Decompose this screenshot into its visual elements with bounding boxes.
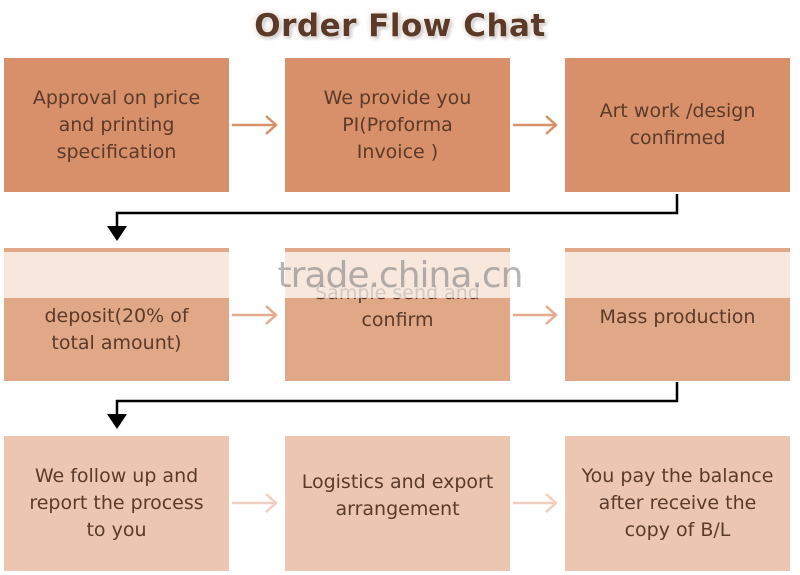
step-provide-pi: We provide you PI(Proforma Invoice ) (285, 58, 510, 192)
step-approval-price: Approval on price and printing specifica… (4, 58, 229, 192)
step-pay-balance: You pay the balance after receive the co… (565, 436, 790, 571)
arrow-down-icon (107, 414, 127, 429)
arrow-right-icon (232, 115, 278, 135)
elbow-connector-2 (107, 382, 679, 429)
watermark-band: trade.china.cn (0, 252, 800, 298)
arrow-down-icon (107, 226, 127, 241)
arrow-right-icon (232, 493, 278, 513)
step-logistics: Logistics and export arrangement (285, 436, 510, 571)
watermark: trade.china.cn (277, 254, 524, 296)
arrow-right-icon (232, 305, 278, 325)
diagram-title: Order Flow Chat (254, 8, 546, 44)
step-follow-up: We follow up and report the process to y… (4, 436, 229, 571)
elbow-connector-1 (107, 194, 679, 241)
step-artwork-confirmed: Art work /design confirmed (565, 58, 790, 192)
arrow-right-icon (513, 493, 558, 513)
arrow-right-icon (513, 115, 558, 135)
arrow-right-icon (513, 305, 558, 325)
